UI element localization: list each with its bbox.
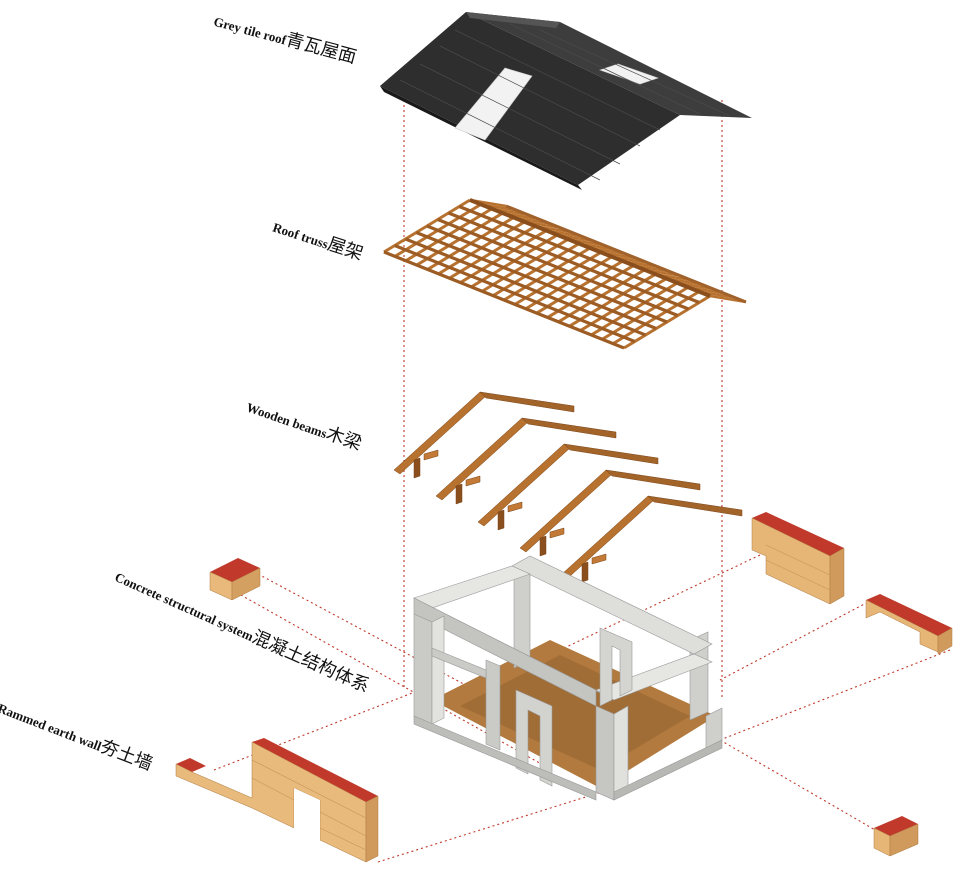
guide-wall-front-left-2 [213, 689, 421, 771]
wooden-beam-rafter [519, 469, 613, 553]
vertical-guides [403, 95, 723, 700]
concrete-beam-top-left [413, 565, 531, 609]
wooden-beams [393, 391, 743, 583]
floor-shadow [460, 655, 690, 770]
wooden-beam-rafter [477, 443, 571, 527]
grey-tile-roof [380, 12, 752, 190]
concrete-window-frame [599, 627, 633, 707]
guide-wall-right [719, 599, 873, 681]
concrete-base-beam-front [413, 715, 597, 801]
wooden-beam-bracket [591, 553, 607, 565]
guide-wall-front-left [377, 789, 609, 863]
concrete-post-front-right [595, 705, 615, 801]
truss-purlin [458, 205, 700, 304]
truss-ridge [469, 198, 711, 298]
earth-wall-back-right [751, 512, 845, 605]
wooden-beam-top [563, 443, 659, 465]
roof-plane-right [466, 12, 752, 118]
truss-purlin [415, 231, 657, 330]
roof-plane-left [380, 12, 680, 185]
roof-ridge [466, 12, 560, 28]
truss-back-purlin [505, 204, 747, 304]
wooden-beam-post [413, 457, 421, 479]
earth-wall-block-top-left [209, 558, 261, 601]
concrete-post-front-mid [485, 659, 501, 751]
concrete-base-beam-right [613, 739, 723, 801]
wooden-beam-bracket [465, 475, 481, 487]
truss-purlin [437, 218, 679, 317]
truss-purlin [447, 211, 690, 311]
concrete-post-front-right-side [613, 705, 629, 801]
guide-wall-front-right [719, 739, 883, 835]
wooden-beam-top [521, 417, 617, 439]
wooden-beam-bracket [507, 501, 523, 513]
rammed-earth-walls [175, 512, 953, 863]
truss-purlin [404, 237, 647, 337]
concrete-lintel-front [431, 647, 487, 679]
wooden-beam-rafter [561, 495, 655, 579]
wooden-beam-rafter [435, 417, 529, 501]
guide-wall-right-2 [719, 649, 951, 741]
wooden-beam-top [647, 495, 743, 517]
earth-wall-right [865, 594, 953, 655]
concrete-post-front-left-side [431, 615, 445, 725]
truss-purlin [426, 224, 668, 324]
wooden-beam-post [581, 561, 589, 583]
truss-purlin [394, 244, 636, 343]
skylight-left [454, 67, 533, 141]
concrete-structural-frame [413, 555, 723, 801]
wooden-beam-top [479, 391, 575, 413]
guide-wall-back-right [559, 554, 761, 651]
wooden-beam-post [455, 483, 463, 505]
concrete-post-front-left [413, 613, 433, 725]
wooden-beam-bracket [549, 527, 565, 539]
truss-purlin [383, 250, 625, 350]
earth-wall-block-front-right [873, 816, 919, 857]
roof-truss [383, 198, 747, 350]
concrete-beam-top-back [511, 555, 713, 655]
wooden-beam-rafter [393, 391, 487, 475]
wooden-beam-top [605, 469, 701, 491]
earth-wall-front-left [175, 738, 379, 863]
wooden-beam-bracket [423, 449, 439, 461]
wooden-beam-post [539, 535, 547, 557]
concrete-door-frame [515, 689, 553, 787]
roof-tile-lines [399, 23, 731, 181]
wooden-beam-post [497, 509, 505, 531]
